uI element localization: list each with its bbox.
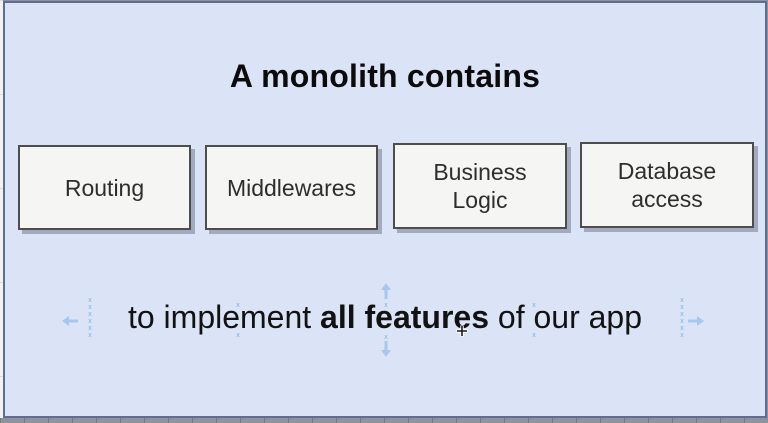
selection-handle-icon: x xyxy=(236,332,240,339)
selection-handle-icon: x xyxy=(384,302,388,309)
caption-suffix: of our app xyxy=(489,299,643,335)
business-logic-box[interactable]: Business Logic xyxy=(393,143,567,229)
move-left-arrow-icon xyxy=(62,313,78,331)
slide: A monolith contains Routing Middlewares … xyxy=(3,1,767,418)
slide-title[interactable]: A monolith contains xyxy=(229,58,541,94)
selection-handle-icon: x xyxy=(532,332,536,339)
timeline-strip[interactable] xyxy=(0,418,768,423)
move-right-arrow-icon xyxy=(688,313,704,331)
crosshair-cursor-icon xyxy=(456,324,468,342)
selection-handle-icon: x xyxy=(384,334,388,341)
move-up-arrow-icon xyxy=(381,283,391,304)
middlewares-box[interactable]: Middlewares xyxy=(205,145,378,230)
canvas-left-margin xyxy=(0,0,3,418)
routing-box[interactable]: Routing xyxy=(18,145,191,230)
selection-dash-left: x x x x x x xyxy=(88,297,92,339)
database-access-box[interactable]: Database access xyxy=(580,142,754,228)
move-down-arrow-icon xyxy=(381,341,391,362)
selection-dash-right: x x x x x x xyxy=(680,297,684,339)
caption-prefix: to implement xyxy=(127,299,321,335)
selection-handle-icon: x xyxy=(236,302,240,309)
selection-handle-icon: x xyxy=(532,302,536,309)
